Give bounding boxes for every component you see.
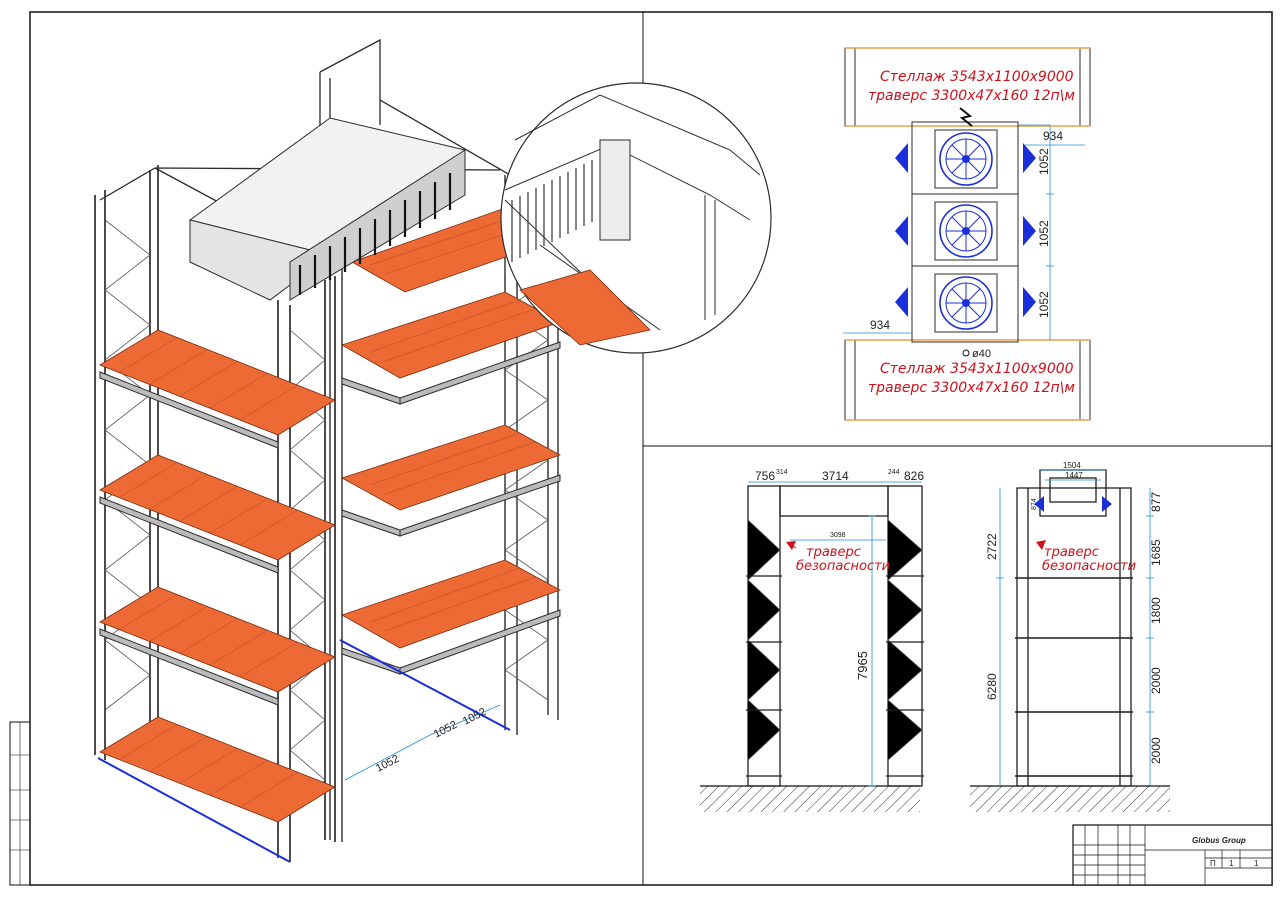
side-elevation: 1504 1447 874 877 2722 1685 1800 2000 20… — [970, 461, 1170, 812]
iso-dimensions — [344, 704, 501, 781]
front-dim-756: 756 — [755, 469, 775, 483]
front-dim-3098: 3098 — [830, 532, 846, 539]
front-safety-label-1: траверс — [806, 545, 861, 560]
plan-view: Стеллаж 3543х1100х9000 траверс 3300х47х1… — [843, 47, 1091, 421]
title-sheets-total: 1 — [1254, 859, 1259, 868]
side-dim-2722: 2722 — [985, 533, 999, 560]
side-dim-874: 874 — [1031, 498, 1038, 510]
side-stamp-strip — [9, 721, 31, 886]
front-dim-826: 826 — [904, 469, 924, 483]
drain-hole-icon — [962, 349, 970, 357]
plan-dim-1052-c: 1052 — [1037, 291, 1051, 318]
airflow-arrow-icon — [1023, 143, 1036, 173]
plan-dim-1052-a: 1052 — [1037, 148, 1051, 175]
plan-rack-label-top-1: Стеллаж 3543х1100х9000 — [880, 69, 1074, 85]
sheet-border — [29, 11, 1273, 886]
airflow-arrow-icon — [1023, 216, 1036, 246]
side-dim-877: 877 — [1149, 492, 1163, 512]
pallet-slats — [119, 214, 536, 808]
front-dim-314: 314 — [776, 469, 788, 476]
plan-dim-d40: ø40 — [972, 348, 991, 360]
plan-dim-1052-b: 1052 — [1037, 220, 1051, 247]
fan-icon-1 — [939, 132, 993, 186]
front-elevation: 756 3714 826 314 244 3098 7965 траверс б… — [700, 469, 924, 812]
right-rack-pallets — [340, 207, 561, 675]
title-company: Globus Group — [1192, 836, 1246, 845]
airflow-arrow-icon — [1102, 496, 1112, 512]
side-dim-1447: 1447 — [1065, 471, 1083, 480]
airflow-arrow-icon — [1034, 496, 1044, 512]
plan-rack-label-bottom-1: Стеллаж 3543х1100х9000 — [880, 361, 1074, 377]
fan-icon-2 — [939, 204, 993, 258]
side-dim-1800: 1800 — [1149, 597, 1163, 624]
plan-dim-934-left: 934 — [870, 318, 890, 332]
airflow-arrow-icon — [1023, 287, 1036, 317]
front-dim-3714: 3714 — [822, 469, 849, 483]
iso-dim-1052-c: 1052 — [461, 706, 488, 728]
side-safety-label-1: траверс — [1044, 545, 1099, 560]
airflow-arrow-icon — [895, 143, 908, 173]
title-block: Globus Group П 1 1 — [1072, 824, 1273, 886]
plan-rack-label-bottom-2: траверс 3300х47х160 12п\м — [868, 380, 1075, 396]
power-symbol-icon — [959, 107, 973, 127]
rack-base-plates — [97, 639, 511, 863]
plan-dim-934-right: 934 — [1043, 129, 1063, 143]
isometric-view: 1052 1052 1052 — [94, 38, 772, 863]
side-dim-2000-a: 2000 — [1149, 667, 1163, 694]
leader-arrow-icon — [786, 541, 796, 550]
iso-dim-1052-b: 1052 — [432, 719, 459, 741]
plan-rack-label-top-2: траверс 3300х47х160 12п\м — [868, 88, 1075, 104]
title-sheet-num: 1 — [1229, 859, 1234, 868]
side-dim-2000-b: 2000 — [1149, 737, 1163, 764]
airflow-arrow-icon — [895, 216, 908, 246]
side-dim-1504: 1504 — [1063, 461, 1081, 470]
side-safety-label-2: безопасности — [1042, 559, 1136, 574]
front-dim-244: 244 — [888, 469, 900, 476]
title-stage: П — [1210, 859, 1216, 868]
side-dim-1685: 1685 — [1149, 539, 1163, 566]
left-rack-pallets — [99, 329, 336, 823]
fan-icon-3 — [939, 276, 993, 330]
side-dim-6280: 6280 — [985, 673, 999, 700]
airflow-arrows — [895, 143, 1036, 317]
air-cooler-unit — [188, 117, 467, 301]
airflow-arrow-icon — [895, 287, 908, 317]
front-dim-7965: 7965 — [855, 651, 870, 680]
detail-callout — [500, 82, 772, 354]
front-safety-label-2: безопасности — [796, 559, 890, 574]
leader-arrow-icon — [1036, 540, 1046, 550]
iso-dim-1052-a: 1052 — [374, 753, 401, 775]
